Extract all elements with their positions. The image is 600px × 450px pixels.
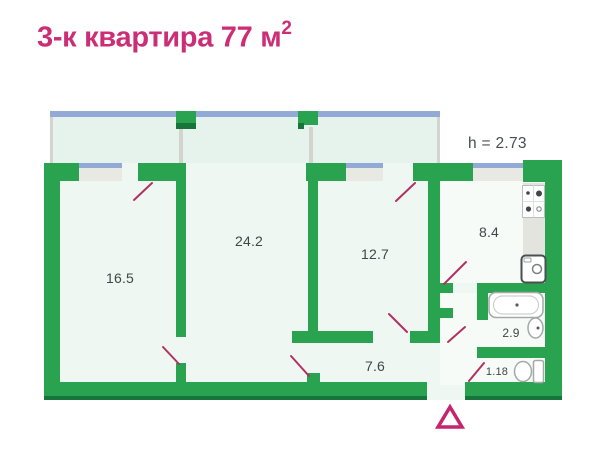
wall-kitchen-bathroom <box>477 283 545 293</box>
balcony-right-edge <box>437 117 440 163</box>
room-area-label-kitchen: 8.4 <box>478 224 500 240</box>
wall-kitchen-stub-lower <box>440 308 453 318</box>
wall-top-segment-b <box>138 163 186 181</box>
window-sill-living <box>79 168 122 181</box>
room-area-label-bathroom: 2.9 <box>502 326 520 340</box>
wall-top-segment-d <box>413 163 473 181</box>
window-glazing-bedroom <box>346 163 383 168</box>
room-area-label-living: 16.5 <box>105 270 135 286</box>
balcony-divider-wall-1 <box>176 111 196 125</box>
balcony-strip <box>50 111 440 163</box>
title-superscript: 2 <box>281 18 292 39</box>
balcony-left-edge <box>50 117 53 163</box>
balcony-divider-wall-2-shadow <box>298 123 304 129</box>
wall-bottom-right <box>465 382 562 400</box>
window-glazing-living <box>79 163 122 168</box>
wall-right-outer <box>545 182 562 400</box>
ceiling-height-label: h = 2.73 <box>468 135 527 152</box>
balcony-glazing <box>50 111 440 117</box>
wall-hallroom-bedroom <box>308 181 318 331</box>
wall-bathroom-toilet <box>477 347 545 358</box>
wall-left-outer <box>44 163 60 400</box>
room-area-label-bedroom: 12.7 <box>360 246 390 262</box>
wall-top-right-corner <box>523 160 562 182</box>
wall-hallway-door-stub <box>307 373 320 382</box>
wall-living-hallroom <box>176 181 186 337</box>
wall-kitchen-stub-upper <box>440 283 453 293</box>
room-area-label-toilet: 1.18 <box>485 366 509 378</box>
wall-bedroom-bottom-left <box>292 331 373 343</box>
page-title: 3-к квартира 77 м2 <box>37 18 292 55</box>
balcony-divider-wall-1-shadow <box>176 123 196 129</box>
wall-top-segment-a <box>44 163 79 181</box>
window-sill-kitchen <box>473 168 523 181</box>
window-glazing-kitchen <box>473 163 523 168</box>
wall-bedroom-kitchen <box>428 181 440 343</box>
kitchen-counter <box>523 183 545 283</box>
window-sill-bedroom <box>346 168 383 181</box>
balcony-divider-line-1 <box>179 127 183 163</box>
room-area-label-hallroom: 24.2 <box>234 233 264 249</box>
balcony-divider-line-2 <box>309 127 313 163</box>
entrance-triangle-icon <box>434 403 466 429</box>
wall-bottom-left <box>44 382 427 400</box>
wall-living-door-stub <box>176 363 186 382</box>
room-area-label-hallway: 7.6 <box>364 358 386 374</box>
wall-top-segment-c <box>306 163 346 181</box>
wall-bathroom-left <box>477 293 488 320</box>
title-text: 3-к квартира 77 м <box>37 21 282 54</box>
balcony-divider-wall-2 <box>298 111 318 125</box>
